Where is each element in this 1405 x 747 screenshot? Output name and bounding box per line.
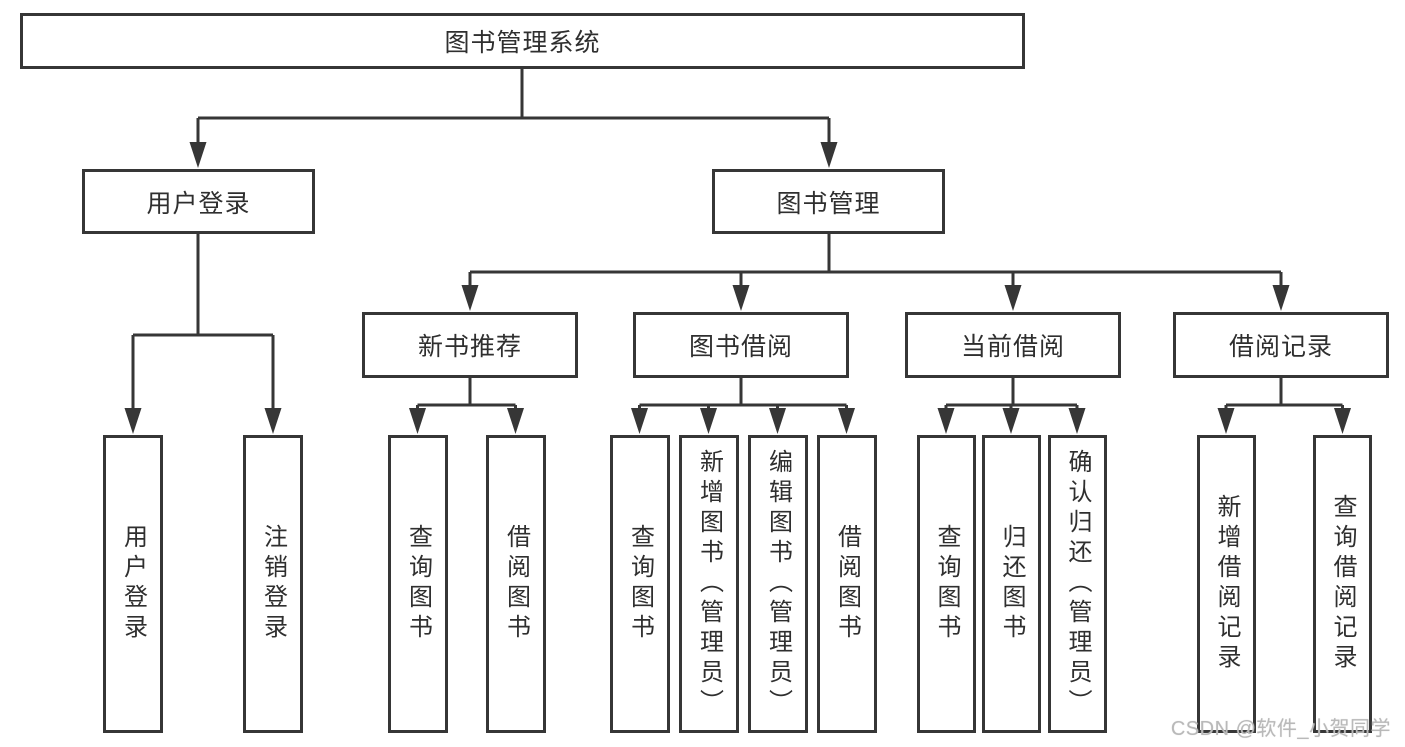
node-user-login: 用户登录 bbox=[82, 169, 315, 234]
node-label: 查询借阅记录 bbox=[1329, 494, 1356, 674]
node-label: 确认归还（管理员） bbox=[1064, 449, 1091, 719]
node-leaf-add-books-admin: 新增图书（管理员） bbox=[679, 435, 739, 733]
node-borrowing-records: 借阅记录 bbox=[1173, 312, 1389, 378]
node-leaf-borrow-books-2: 借阅图书 bbox=[817, 435, 877, 733]
node-label: 新增图书（管理员） bbox=[695, 449, 723, 719]
node-book-borrowing: 图书借阅 bbox=[633, 312, 849, 378]
node-label: 图书管理 bbox=[776, 189, 881, 218]
node-current-borrowing: 当前借阅 bbox=[905, 312, 1121, 378]
node-label: 借阅图书 bbox=[833, 524, 861, 644]
node-leaf-query-books-2: 查询图书 bbox=[610, 435, 670, 733]
node-leaf-user-login: 用户登录 bbox=[103, 435, 163, 733]
node-label: 用户登录 bbox=[146, 189, 251, 218]
node-label: 新书推荐 bbox=[417, 333, 522, 361]
node-label: 借阅图书 bbox=[502, 524, 530, 644]
node-label: 借阅记录 bbox=[1228, 333, 1333, 361]
node-library-management-system: 图书管理系统 bbox=[20, 13, 1025, 69]
node-label: 查询图书 bbox=[933, 524, 960, 644]
node-leaf-query-books-3: 查询图书 bbox=[917, 435, 976, 733]
watermark-text: CSDN @软件_小贺同学 bbox=[1170, 718, 1391, 740]
node-leaf-query-borrow-record: 查询借阅记录 bbox=[1313, 435, 1372, 733]
node-label: 新增借阅记录 bbox=[1213, 494, 1240, 674]
node-label: 编辑图书（管理员） bbox=[764, 449, 792, 719]
node-book-management: 图书管理 bbox=[712, 169, 945, 234]
node-label: 查询图书 bbox=[404, 524, 432, 644]
node-label: 用户登录 bbox=[119, 524, 147, 644]
node-new-book-recommendation: 新书推荐 bbox=[362, 312, 578, 378]
node-leaf-query-books-1: 查询图书 bbox=[388, 435, 448, 733]
node-label: 注销登录 bbox=[259, 524, 287, 644]
node-label: 图书管理系统 bbox=[444, 29, 601, 57]
node-leaf-add-borrow-record: 新增借阅记录 bbox=[1197, 435, 1256, 733]
node-leaf-return-books: 归还图书 bbox=[982, 435, 1041, 733]
node-label: 归还图书 bbox=[998, 524, 1025, 644]
arrowheads bbox=[124, 142, 1351, 434]
node-label: 查询图书 bbox=[626, 524, 654, 644]
node-leaf-borrow-books-1: 借阅图书 bbox=[486, 435, 546, 733]
node-label: 当前借阅 bbox=[960, 333, 1065, 361]
node-leaf-confirm-return-admin: 确认归还（管理员） bbox=[1048, 435, 1107, 733]
node-leaf-logout: 注销登录 bbox=[243, 435, 303, 733]
node-leaf-edit-books-admin: 编辑图书（管理员） bbox=[748, 435, 808, 733]
node-label: 图书借阅 bbox=[688, 333, 793, 361]
